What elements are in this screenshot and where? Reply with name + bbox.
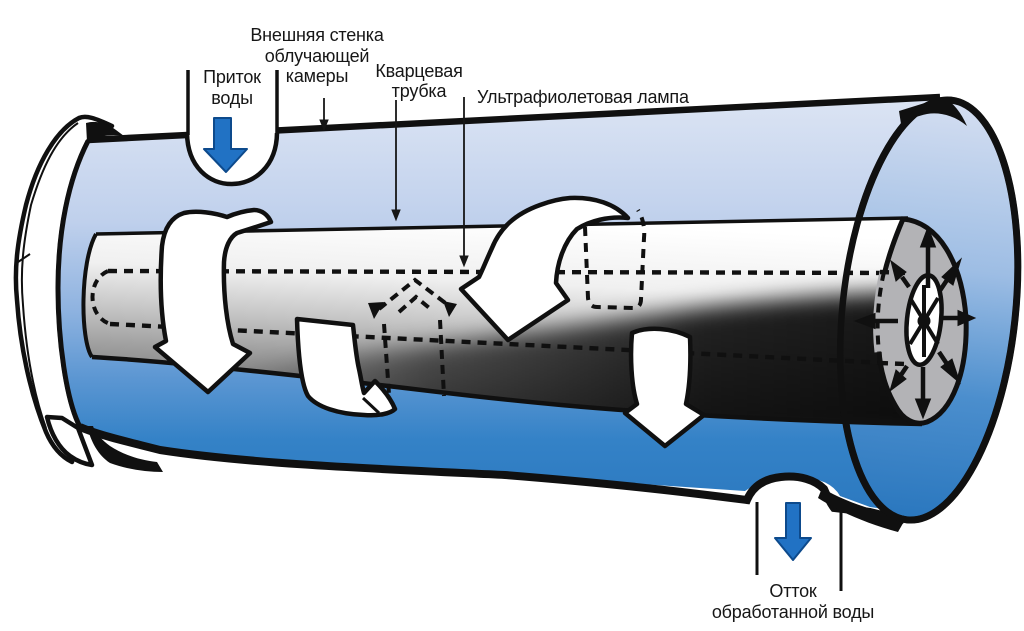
svg-text:обработанной воды: обработанной воды <box>712 602 874 622</box>
svg-text:трубка: трубка <box>392 81 448 101</box>
svg-text:Кварцевая: Кварцевая <box>375 61 462 81</box>
svg-text:камеры: камеры <box>286 66 348 86</box>
svg-text:облучающей: облучающей <box>265 46 370 66</box>
svg-text:Отток: Отток <box>769 581 816 601</box>
svg-text:Внешняя стенка: Внешняя стенка <box>250 25 384 45</box>
svg-text:Ультрафиолетовая лампа: Ультрафиолетовая лампа <box>477 87 690 107</box>
svg-text:воды: воды <box>211 88 253 108</box>
svg-text:Приток: Приток <box>203 67 261 87</box>
